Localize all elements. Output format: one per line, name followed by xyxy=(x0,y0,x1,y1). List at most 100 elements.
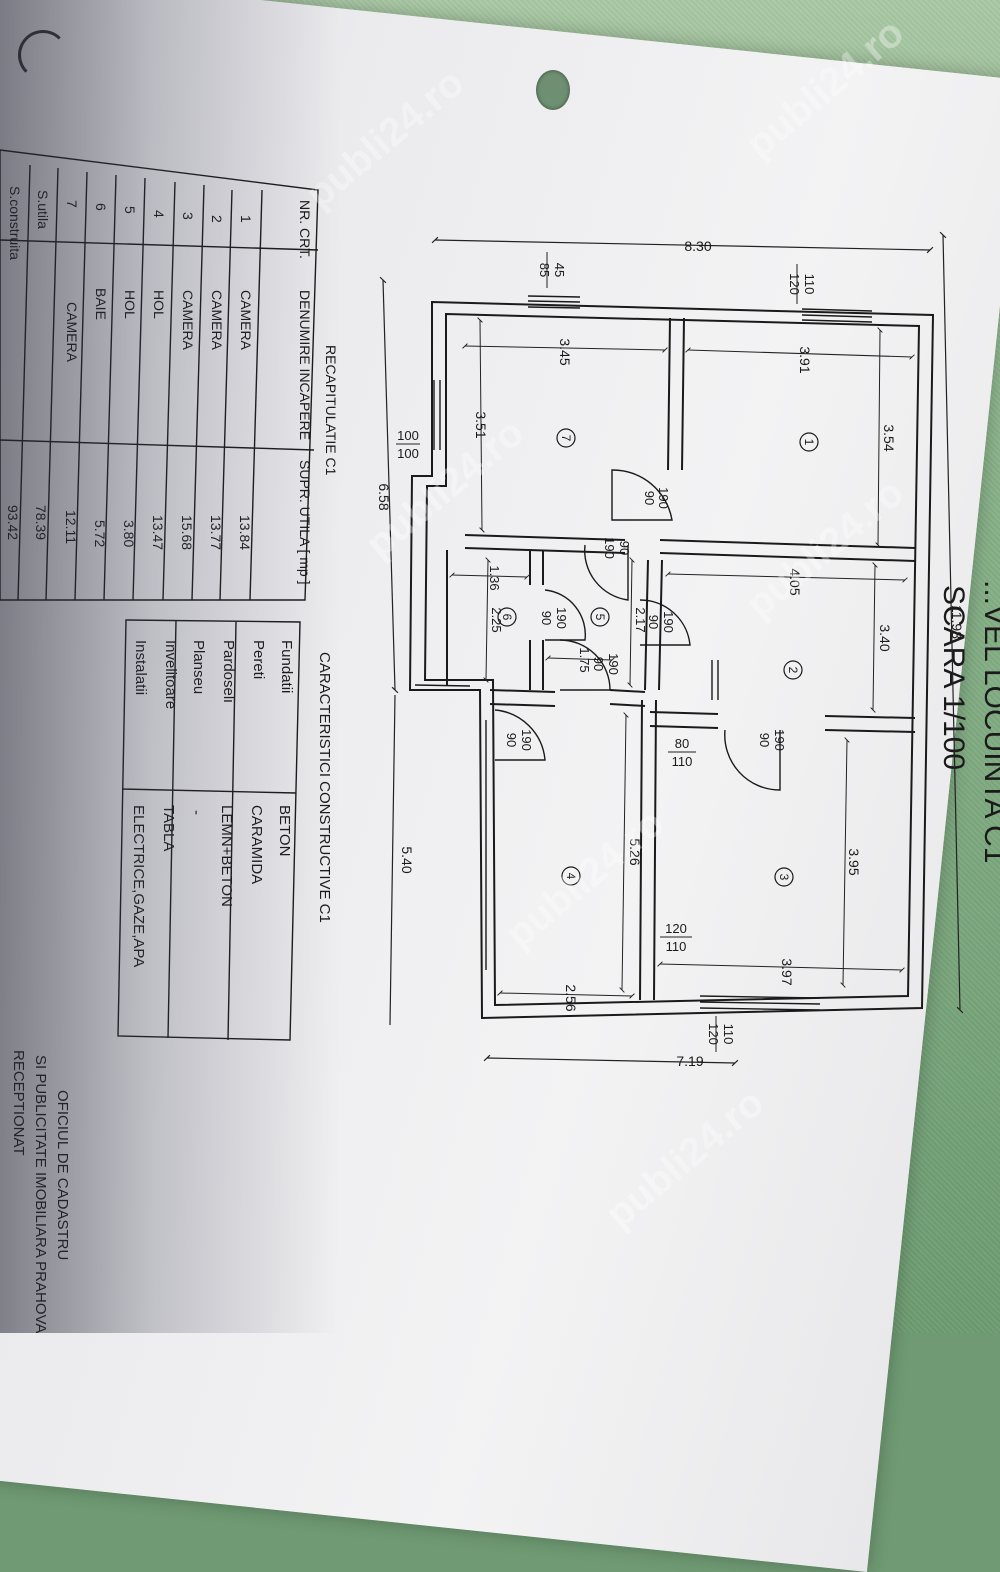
svg-text:110: 110 xyxy=(802,274,817,295)
plan-title: ...VEL LOCUINTA C1 xyxy=(978,580,1000,863)
svg-text:CAMERA: CAMERA xyxy=(180,290,196,351)
recap-table: RECAPITULATIE C1 NR. CRT. DENUMIRE INCAP… xyxy=(0,149,339,601)
dim-r1-h: 3.54 xyxy=(881,424,897,451)
svg-text:BAIE: BAIE xyxy=(93,288,109,320)
svg-text:90: 90 xyxy=(504,733,519,747)
svg-text:45: 45 xyxy=(552,263,567,277)
svg-text:CAMERA: CAMERA xyxy=(64,302,80,363)
svg-text:Instalatii: Instalatii xyxy=(132,640,149,695)
svg-text:publi24.ro: publi24.ro xyxy=(298,60,473,217)
characteristics-table: CARACTERISTICI CONSTRUCTIVE C1 Fundatii … xyxy=(117,619,333,1041)
exterior-walls xyxy=(408,300,935,1020)
svg-text:3.80: 3.80 xyxy=(121,520,137,547)
stamp-line1: OFICIUL DE CADASTRU xyxy=(54,1090,71,1260)
svg-text:190: 190 xyxy=(656,487,671,509)
svg-text:CARAMIDA: CARAMIDA xyxy=(248,805,265,884)
svg-text:2: 2 xyxy=(209,215,225,223)
svg-text:190: 190 xyxy=(554,607,569,629)
dim-right-height: 5.40 xyxy=(399,846,415,873)
svg-text:90: 90 xyxy=(646,615,661,629)
svg-text:120: 120 xyxy=(706,1023,721,1045)
stamp-line3: RECEPTIONAT xyxy=(10,1050,27,1156)
dim-overall-width: 11.98 xyxy=(949,605,965,639)
floor-plan-drawing: ...VEL LOCUINTA C1 SCARA 1/100 11.98 8.3… xyxy=(0,10,1000,1333)
dim-r3-w: 3.97 xyxy=(779,958,795,985)
dim-r2-w: 4.05 xyxy=(787,568,803,595)
opening-labels: 85 45 120 110 100 100 80 110 120 110 120… xyxy=(396,252,817,1052)
svg-text:80: 80 xyxy=(675,736,689,751)
recap-title: RECAPITULATIE C1 xyxy=(323,345,339,476)
svg-text:5: 5 xyxy=(122,206,138,214)
svg-text:BETON: BETON xyxy=(276,805,293,856)
recap-header-name: DENUMIRE INCAPERE xyxy=(297,290,313,440)
svg-text:HOL: HOL xyxy=(151,290,167,319)
svg-text:110: 110 xyxy=(666,939,687,954)
svg-text:CAMERA: CAMERA xyxy=(209,290,225,351)
svg-text:1: 1 xyxy=(238,215,254,223)
dim-top-width: 8.30 xyxy=(684,238,711,254)
dim-r7-w: 3.45 xyxy=(557,338,573,365)
room-dimensions xyxy=(449,317,915,999)
svg-text:120: 120 xyxy=(787,273,802,295)
svg-text:Fundatii: Fundatii xyxy=(278,640,295,693)
interior-walls xyxy=(446,317,916,1001)
recap-header-nr: NR. CRT. xyxy=(297,200,313,259)
room-number-3: 3 xyxy=(777,874,791,881)
svg-text:4: 4 xyxy=(151,210,167,218)
svg-text:Pardoseli: Pardoseli xyxy=(220,640,237,703)
svg-text:6: 6 xyxy=(93,203,109,211)
room-number-1: 1 xyxy=(802,439,816,446)
svg-text:13.84: 13.84 xyxy=(237,515,253,550)
svg-text:90: 90 xyxy=(757,733,772,747)
room-number-6: 6 xyxy=(500,614,514,621)
svg-text:publi24.ro: publi24.ro xyxy=(738,10,913,167)
svg-text:HOL: HOL xyxy=(122,290,138,319)
stamp: OFICIUL DE CADASTRU SI PUBLICITATE IMOBI… xyxy=(10,1050,71,1333)
svg-text:TABLA: TABLA xyxy=(160,805,177,851)
room-number-2: 2 xyxy=(786,667,800,674)
recap-header-area: SUPR. UTILA [ mp ] xyxy=(297,460,313,584)
dim-r6-h: 2.25 xyxy=(489,607,504,632)
room-markers xyxy=(497,428,819,887)
dim-r4-w: 2.56 xyxy=(563,984,579,1011)
room-number-7: 7 xyxy=(559,435,573,442)
stamp-line2: SI PUBLICITATE IMOBILIARA PRAHOVA xyxy=(32,1055,49,1333)
svg-text:190: 190 xyxy=(519,729,534,751)
dim-r5-w: 1.75 xyxy=(577,647,592,672)
svg-text:190: 190 xyxy=(772,729,787,751)
svg-text:90: 90 xyxy=(642,491,657,505)
svg-text:-: - xyxy=(188,810,205,815)
dim-r1-w: 3.91 xyxy=(797,346,813,373)
svg-text:publi24.ro: publi24.ro xyxy=(598,1080,773,1237)
room-number-4: 4 xyxy=(564,873,578,880)
recap-total-utila-value: 78.39 xyxy=(33,505,49,540)
svg-text:110: 110 xyxy=(721,1024,736,1045)
dim-r6-w: 1.36 xyxy=(487,565,502,590)
svg-text:90: 90 xyxy=(539,611,554,625)
svg-text:7: 7 xyxy=(64,200,80,208)
dim-overall-height: 6.58 xyxy=(376,483,392,510)
windows xyxy=(414,295,873,1011)
svg-text:120: 120 xyxy=(665,921,687,936)
svg-text:5.72: 5.72 xyxy=(92,520,108,547)
svg-text:publi24.ro: publi24.ro xyxy=(498,800,673,957)
recap-total-construita-label: S.construita xyxy=(7,186,23,260)
recap-total-construita-value: 93.42 xyxy=(5,505,21,540)
svg-text:13.77: 13.77 xyxy=(208,515,224,550)
dim-r4-h: 5.26 xyxy=(627,838,643,865)
watermarks: publi24.ro publi24.ro publi24.ro publi24… xyxy=(298,10,913,1237)
svg-text:110: 110 xyxy=(672,754,693,769)
svg-text:Planseu: Planseu xyxy=(190,640,207,694)
door-swings xyxy=(494,469,781,791)
dim-r2-h: 3.40 xyxy=(877,624,893,651)
svg-text:12.11: 12.11 xyxy=(63,510,79,544)
svg-text:15.68: 15.68 xyxy=(179,515,195,550)
punch-hole xyxy=(536,70,570,110)
svg-text:190: 190 xyxy=(606,653,621,675)
svg-text:190: 190 xyxy=(661,611,676,633)
svg-text:CAMERA: CAMERA xyxy=(238,290,254,351)
dim-bottom-width: 7.19 xyxy=(676,1053,703,1069)
svg-text:publi24.ro: publi24.ro xyxy=(738,470,913,627)
svg-text:90: 90 xyxy=(591,657,606,671)
svg-text:190: 190 xyxy=(602,537,617,559)
